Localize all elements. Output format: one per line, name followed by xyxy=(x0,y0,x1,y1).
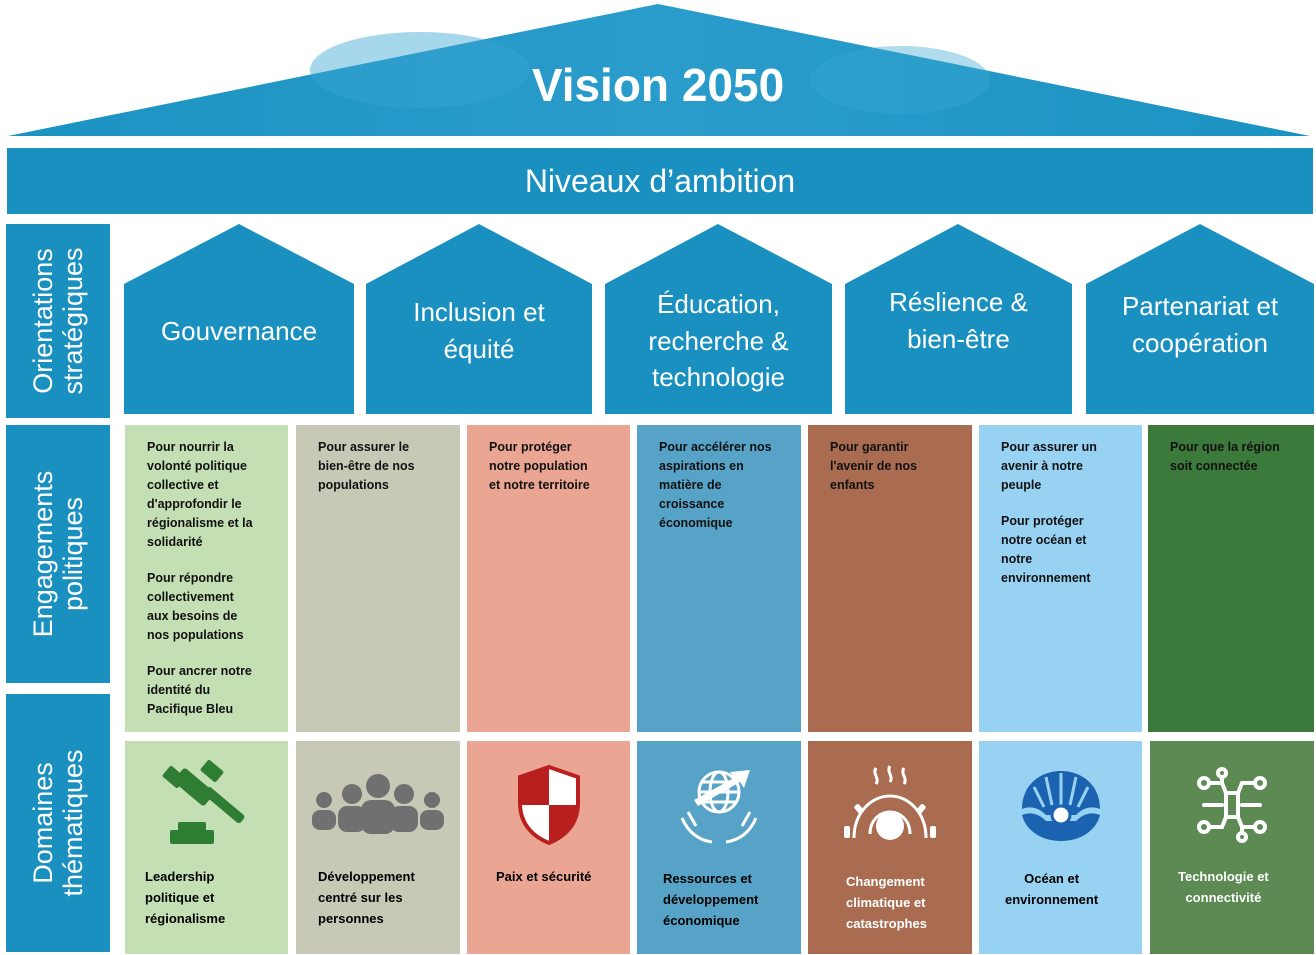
engagement-column-1: Pour nourrir la volonté politique collec… xyxy=(125,425,288,732)
vision-title: Vision 2050 xyxy=(531,59,785,111)
engagement-column-4: Pour accélérer nos aspirations en matièr… xyxy=(637,425,801,732)
domaine-developpement: Développement centré sur les personnes xyxy=(296,741,460,954)
domaine-label: Développement centré sur les personnes xyxy=(318,869,415,926)
side-domaines-label: Domaines thématiques xyxy=(27,749,88,897)
gavel-icon xyxy=(125,755,288,855)
domaine-ressources: Ressources et développement économique xyxy=(637,741,801,954)
side-domaines: Domaines thématiques xyxy=(6,694,110,952)
orientation-education: Éducation, recherche & technologie xyxy=(605,224,832,414)
engagement-item: Pour assurer le bien-être de nos populat… xyxy=(318,440,415,492)
domaine-label: Paix et sécurité xyxy=(496,869,592,884)
engagement-column-5: Pour garantir l'avenir de nos enfants xyxy=(808,425,972,732)
side-orientations: Orientations stratégiques xyxy=(6,224,110,418)
engagement-column-2: Pour assurer le bien-être de nos populat… xyxy=(296,425,460,732)
climate-icon xyxy=(808,755,972,855)
domaine-paix: Paix et sécurité xyxy=(467,741,630,954)
domaine-technologie: Technologie et connectivité xyxy=(1150,741,1314,954)
domaine-ocean: Océan et environnement xyxy=(979,741,1142,954)
orientation-label: Gouvernance xyxy=(160,315,318,346)
orientation-label: Éducation, recherche & technologie xyxy=(648,288,789,393)
domaine-climat: Changement climatique et catastrophes xyxy=(808,741,972,954)
domaine-label: Ressources et développement économique xyxy=(663,871,759,928)
ambition-bar: Niveaux d’ambition xyxy=(7,148,1313,214)
engagement-item: Pour accélérer nos aspirations en matièr… xyxy=(659,440,772,530)
engagement-item: Pour protéger notre population et notre … xyxy=(489,440,590,492)
engagement-item: Pour nourrir la volonté politique collec… xyxy=(147,440,253,549)
engagement-item: Pour que la région soit connectée xyxy=(1170,440,1280,473)
orientation-resilience: Réslience & bien-être xyxy=(845,224,1072,414)
engagement-item: Pour ancrer notre identité du Pacifique … xyxy=(147,664,252,716)
people-group-icon xyxy=(296,755,460,855)
roof xyxy=(8,4,1310,136)
side-orientations-label: Orientations stratégiques xyxy=(27,247,88,395)
circuit-icon xyxy=(1150,755,1314,855)
domaine-label: Leadership politique et régionalisme xyxy=(145,869,226,926)
globe-hands-icon xyxy=(637,755,801,855)
clam-pearl-icon xyxy=(979,755,1142,855)
orientation-label: Partenariat et coopération xyxy=(1121,291,1279,358)
orientation-partenariat: Partenariat et coopération xyxy=(1086,224,1314,414)
engagement-item: Pour répondre collectivement aux besoins… xyxy=(147,571,244,642)
orientation-label: Inclusion et équité xyxy=(413,297,545,364)
side-engagements-label: Engagements politiques xyxy=(27,470,88,638)
engagement-column-7: Pour que la région soit connectée xyxy=(1148,425,1314,732)
orientation-label: Réslience & bien-être xyxy=(889,287,1028,354)
engagement-column-6: Pour assurer un avenir à notre peuple Po… xyxy=(979,425,1142,732)
orientation-gouvernance: Gouvernance xyxy=(124,224,354,414)
engagement-item: Pour assurer un avenir à notre peuple xyxy=(1001,440,1097,492)
domaine-label: Changement climatique et catastrophes xyxy=(846,874,927,931)
ambition-label: Niveaux d’ambition xyxy=(524,162,796,199)
domaine-leadership: Leadership politique et régionalisme xyxy=(125,741,288,954)
engagement-column-3: Pour protéger notre population et notre … xyxy=(467,425,630,732)
shield-icon xyxy=(467,755,630,855)
orientation-inclusion: Inclusion et équité xyxy=(366,224,592,414)
engagement-item: Pour garantir l'avenir de nos enfants xyxy=(830,440,918,492)
side-engagements: Engagements politiques xyxy=(6,425,110,683)
engagement-item: Pour protéger notre océan et notre envir… xyxy=(1001,514,1091,585)
domaine-label: Océan et environnement xyxy=(1005,871,1099,907)
domaine-label: Technologie et connectivité xyxy=(1178,869,1269,905)
